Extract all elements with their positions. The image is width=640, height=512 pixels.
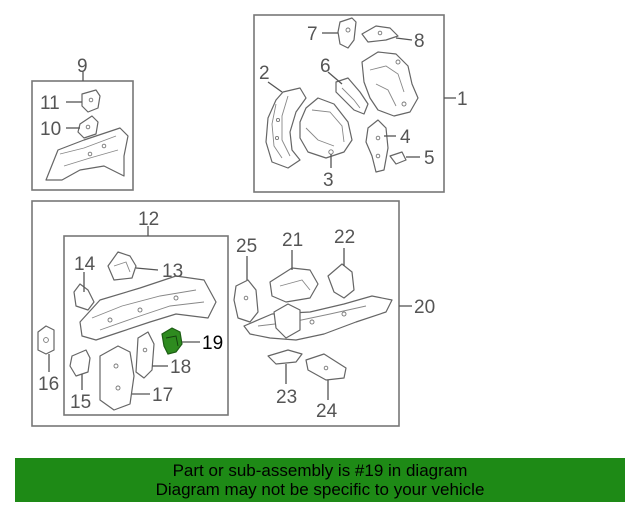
callout-15: 15 — [70, 392, 91, 413]
callout-4: 4 — [400, 127, 411, 148]
part-drawing-15 — [69, 349, 91, 377]
part-drawing-2 — [265, 87, 307, 169]
part-drawing-11 — [81, 89, 101, 113]
group-box-20 — [31, 200, 400, 427]
callout-11: 11 — [40, 93, 60, 114]
callout-21: 21 — [282, 230, 303, 251]
callout-1: 1 — [457, 89, 468, 110]
part-drawing-8 — [361, 25, 399, 43]
parts-diagram: 1 2 3 4 5 6 7 8 9 10 11 12 13 14 15 16 1… — [31, 14, 468, 427]
callout-10: 10 — [40, 119, 61, 140]
group-box-12 — [63, 235, 229, 416]
group-box-1 — [253, 14, 445, 193]
callout-23: 23 — [276, 387, 297, 408]
part-drawing-3 — [299, 97, 353, 159]
part-drawing-19 — [161, 327, 183, 355]
callout-24: 24 — [316, 401, 338, 422]
info-banner: Part or sub-assembly is #19 in diagram D… — [15, 458, 625, 502]
part-drawing-23 — [267, 349, 303, 365]
banner-line-part: Part or sub-assembly is #19 in diagram — [172, 461, 468, 480]
leader-lines — [48, 32, 456, 400]
part-drawing-24 — [305, 353, 347, 381]
callout-2: 2 — [259, 63, 270, 84]
callout-6: 6 — [320, 56, 331, 77]
part-drawing-18 — [135, 331, 155, 379]
callout-25: 25 — [236, 236, 257, 257]
part-drawing-10 — [77, 115, 99, 139]
callout-16: 16 — [38, 374, 59, 395]
part-drawing-4 — [365, 119, 389, 173]
part-drawing-5 — [389, 151, 407, 165]
callout-22: 22 — [334, 227, 355, 248]
callout-18: 18 — [170, 357, 191, 378]
callout-19: 19 — [202, 333, 223, 354]
part-drawing-1-housing — [361, 51, 419, 117]
part-drawing-13 — [107, 251, 137, 281]
part-drawing-21 — [269, 267, 319, 303]
callout-9: 9 — [77, 56, 88, 77]
part-drawing-16 — [37, 325, 55, 355]
callout-7: 7 — [307, 24, 318, 45]
part-drawing-22 — [327, 263, 355, 299]
part-drawing-9-rail — [45, 127, 129, 181]
callout-17: 17 — [152, 385, 173, 406]
part-drawing-20-frame — [243, 295, 393, 341]
callout-12: 12 — [138, 209, 159, 230]
part-drawing-17 — [99, 345, 135, 411]
callout-20: 20 — [414, 297, 435, 318]
part-drawing-12-rail — [79, 275, 217, 341]
callout-13: 13 — [162, 261, 183, 282]
callout-3: 3 — [323, 170, 334, 191]
callout-14: 14 — [74, 254, 96, 275]
part-drawing-25 — [233, 279, 259, 323]
part-drawing-6 — [335, 77, 369, 115]
banner-line-disclaimer: Diagram may not be specific to your vehi… — [155, 480, 485, 499]
part-drawing-7 — [337, 17, 357, 49]
part-drawing-14 — [73, 283, 95, 311]
callout-8: 8 — [414, 31, 425, 52]
callout-5: 5 — [424, 148, 435, 169]
